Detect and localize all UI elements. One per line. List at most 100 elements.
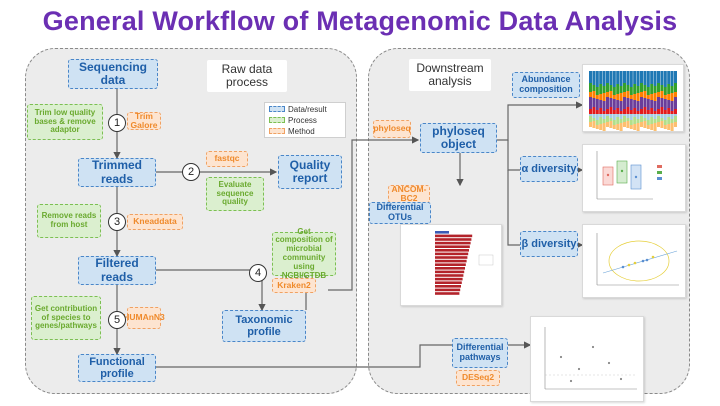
stack-segment <box>612 87 616 95</box>
stack-segment <box>660 107 664 114</box>
stack-segment <box>667 84 671 94</box>
stack-segment <box>663 120 667 125</box>
kneaddata-method: Kneaddata <box>127 214 183 230</box>
stack-segment <box>589 109 592 114</box>
hbar-mark <box>435 238 472 241</box>
hbar-mark <box>435 245 470 248</box>
stack-segment <box>623 83 626 92</box>
stack-segment <box>663 125 667 129</box>
stack-segment <box>623 97 626 109</box>
stack-segment <box>660 71 664 85</box>
stack-segment <box>674 109 677 114</box>
stack-segment <box>636 114 640 119</box>
stack-segment <box>629 87 633 95</box>
hbar-mark <box>435 288 461 292</box>
stack-segment <box>629 125 633 129</box>
stack-segment <box>616 94 620 100</box>
hbar-mark <box>435 252 469 256</box>
stacked-bars-graphic <box>589 71 677 131</box>
stack-segment <box>606 83 609 92</box>
stack-segment <box>599 117 603 124</box>
stack-segment <box>626 71 630 85</box>
stack-segment <box>589 122 592 127</box>
stack-segment <box>609 71 613 85</box>
stack-segment <box>650 117 654 124</box>
hbar-mark <box>435 277 463 281</box>
deseq2-method: DESeq2 <box>456 370 500 386</box>
stack-segment <box>589 116 592 122</box>
stack-segment <box>629 114 633 120</box>
stack-segment <box>612 114 616 120</box>
step-1: 1 <box>108 114 126 132</box>
stack-segment <box>619 111 623 114</box>
stack-segment <box>626 98 630 107</box>
stack-segment <box>670 119 674 123</box>
stack-segment <box>619 114 623 119</box>
stack-segment <box>660 85 664 91</box>
stack-segment <box>589 92 592 97</box>
remove-host-process: Remove reads from host <box>37 204 101 238</box>
stack-segment <box>657 83 660 92</box>
stack-segment <box>619 101 623 111</box>
stack-segment <box>609 85 613 91</box>
stack-segment <box>595 71 599 87</box>
stack-segment <box>670 71 674 86</box>
stack-segment <box>595 95 599 99</box>
stack-segment <box>636 123 640 131</box>
stack-segment <box>592 71 596 85</box>
stack-segment <box>589 83 592 92</box>
stack-segment <box>606 114 609 116</box>
stack-segment <box>653 119 657 123</box>
stack-segment <box>589 71 592 83</box>
stack-segment <box>626 118 630 121</box>
fastqc-method: fastqc <box>206 151 248 167</box>
stack-segment <box>626 121 630 128</box>
stack-segment <box>646 120 650 125</box>
stack-segment <box>653 71 657 86</box>
stack-segment <box>629 99 633 110</box>
stack-segment <box>595 120 599 125</box>
stack-segment <box>636 119 640 123</box>
stack-segment <box>612 95 616 99</box>
stack-segment <box>633 100 637 108</box>
stack-segment <box>606 109 609 114</box>
composition-process: Get composition of microbial community u… <box>272 227 336 279</box>
stack-segment <box>633 108 637 114</box>
stack-segment <box>609 91 613 98</box>
stack-segment <box>643 121 647 128</box>
stack-segment <box>660 114 664 118</box>
stack-segment <box>660 98 664 107</box>
stack-segment <box>657 114 660 116</box>
hbar-mark <box>435 267 465 270</box>
sequencing-data-node: Sequencing data <box>68 59 158 89</box>
stack-segment <box>592 121 596 128</box>
stack-segment <box>623 116 626 122</box>
step-5: 5 <box>108 311 126 329</box>
stack-segment <box>646 125 650 129</box>
differential-otus-node: Differential OTUs <box>369 202 431 224</box>
hbar-mark <box>435 231 449 234</box>
stack-segment <box>653 123 657 131</box>
stack-segment <box>602 111 606 114</box>
stack-segment <box>606 122 609 127</box>
stack-segment <box>640 92 643 97</box>
stack-segment <box>670 93 674 101</box>
stack-segment <box>643 118 647 121</box>
stack-segment <box>663 110 667 114</box>
stack-segment <box>636 93 640 101</box>
stack-segment <box>646 95 650 99</box>
stack-segment <box>619 86 623 93</box>
stack-segment <box>657 122 660 127</box>
stack-segment <box>646 110 650 114</box>
stack-segment <box>626 107 630 114</box>
evaluate-process: Evaluate sequence quality <box>206 177 264 211</box>
stack-segment <box>667 124 671 130</box>
boxplot-graphic <box>596 151 662 200</box>
stack-segment <box>636 111 640 114</box>
stack-segment <box>674 114 677 116</box>
legend-process: Process <box>288 115 317 125</box>
stack-segment <box>612 110 616 114</box>
stack-segment <box>667 100 671 108</box>
stack-segment <box>606 71 609 83</box>
stack-segment <box>602 114 606 119</box>
